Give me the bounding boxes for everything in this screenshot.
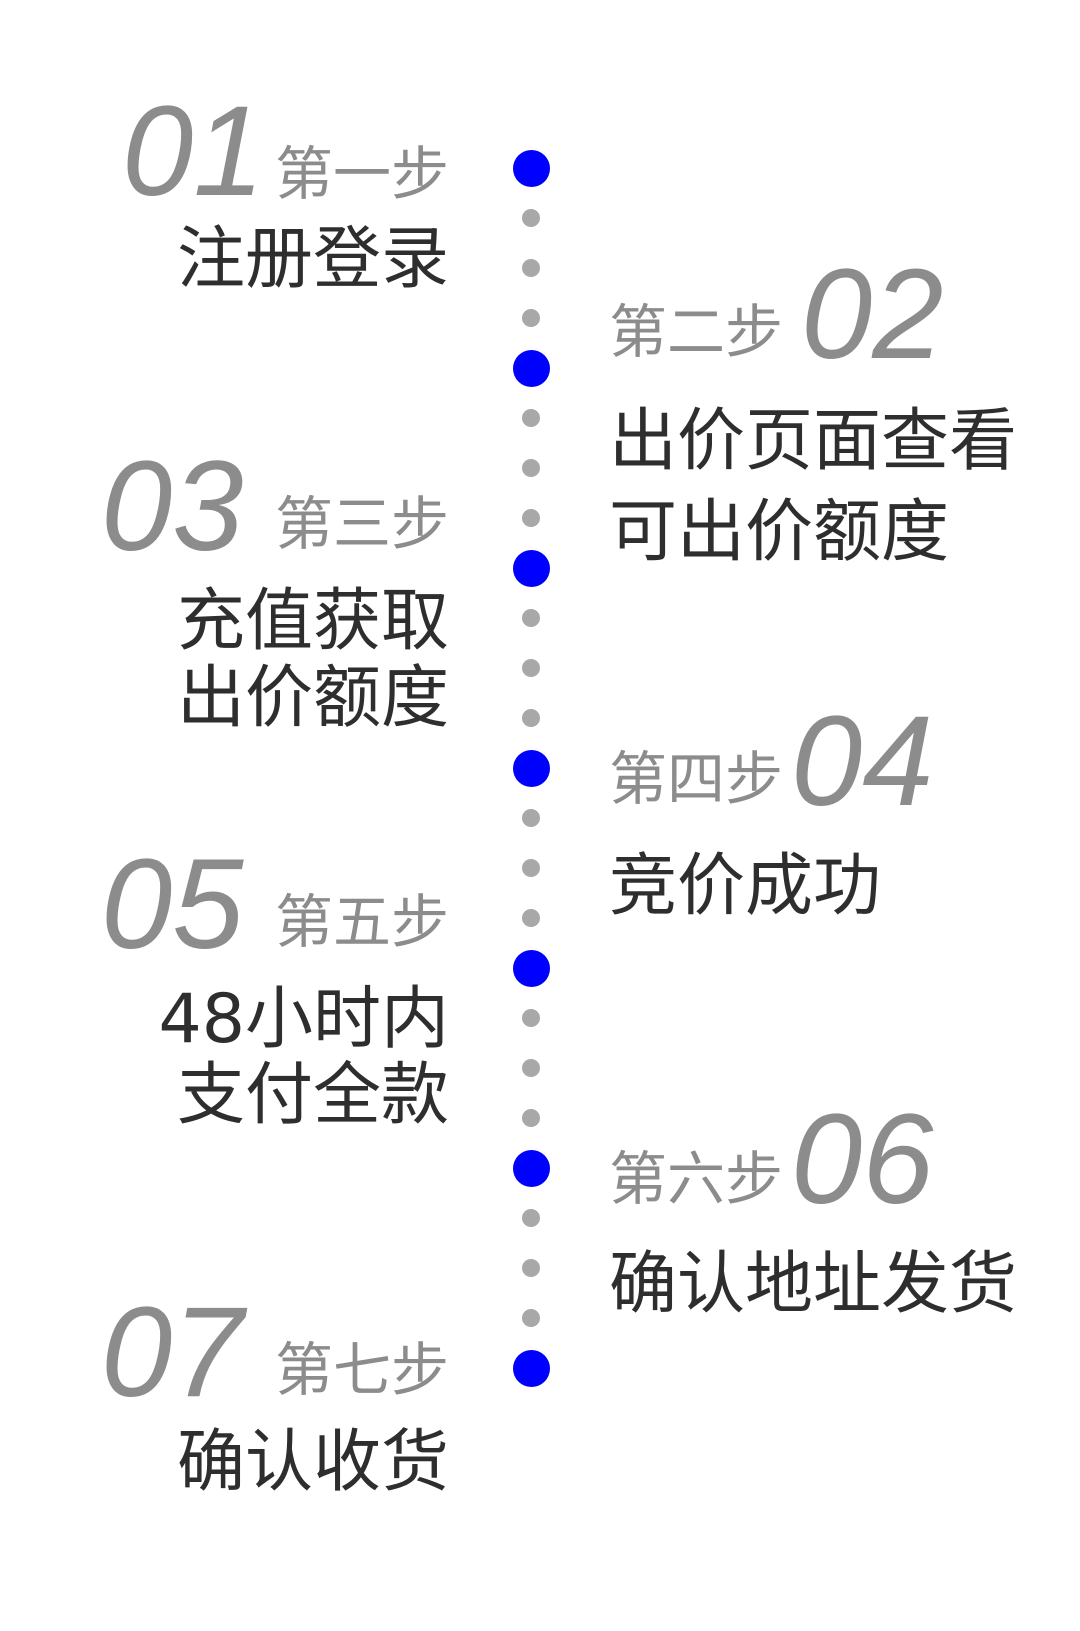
step-label: 第六步 (609, 1145, 784, 1213)
step-dot-06 (512, 1149, 550, 1187)
step-description: 充值获取 (176, 582, 449, 661)
step-description: 48小时内 (158, 980, 449, 1059)
step-label: 第五步 (274, 888, 449, 956)
step-label: 第二步 (609, 298, 784, 366)
connector-dot (522, 1209, 540, 1227)
step-dot-01 (512, 149, 550, 187)
step-description: 注册登录 (176, 220, 449, 299)
connector-dot (522, 509, 540, 527)
step-number: 03 (101, 435, 244, 578)
step-dot-03 (512, 549, 550, 587)
connector-dot (522, 309, 540, 327)
connector-dot (522, 1109, 540, 1127)
step-number: 07 (101, 1281, 244, 1424)
connector-dot (522, 409, 540, 427)
step-description: 确认收货 (176, 1423, 449, 1502)
step-number: 02 (801, 243, 944, 386)
step-label: 第四步 (609, 745, 784, 813)
step-dot-04 (512, 749, 550, 787)
step-description: 出价页面查看 (609, 402, 1018, 481)
connector-dot (522, 1259, 540, 1277)
connector-dot (522, 259, 540, 277)
step-dot-02 (512, 349, 550, 387)
step-number: 01 (122, 80, 265, 223)
connector-dot (522, 709, 540, 727)
connector-dot (522, 209, 540, 227)
step-number: 04 (791, 690, 934, 833)
connector-dot (522, 1009, 540, 1027)
connector-dot (522, 1309, 540, 1327)
step-description: 可出价额度 (609, 493, 950, 572)
step-description: 竞价成功 (609, 847, 882, 926)
connector-dot (522, 609, 540, 627)
step-dot-05 (512, 949, 550, 987)
step-dot-07 (512, 1349, 550, 1387)
step-description: 确认地址发货 (609, 1245, 1018, 1324)
step-label: 第一步 (274, 140, 449, 208)
connector-dot (522, 459, 540, 477)
step-number: 06 (791, 1088, 934, 1231)
connector-dot (522, 859, 540, 877)
connector-dot (522, 659, 540, 677)
step-label: 第三步 (274, 490, 449, 558)
step-description: 支付全款 (176, 1056, 449, 1135)
step-description: 出价额度 (176, 659, 449, 738)
step-label: 第七步 (274, 1336, 449, 1404)
connector-dot (522, 809, 540, 827)
connector-dot (522, 909, 540, 927)
connector-dot (522, 1059, 540, 1077)
step-number: 05 (101, 833, 244, 976)
